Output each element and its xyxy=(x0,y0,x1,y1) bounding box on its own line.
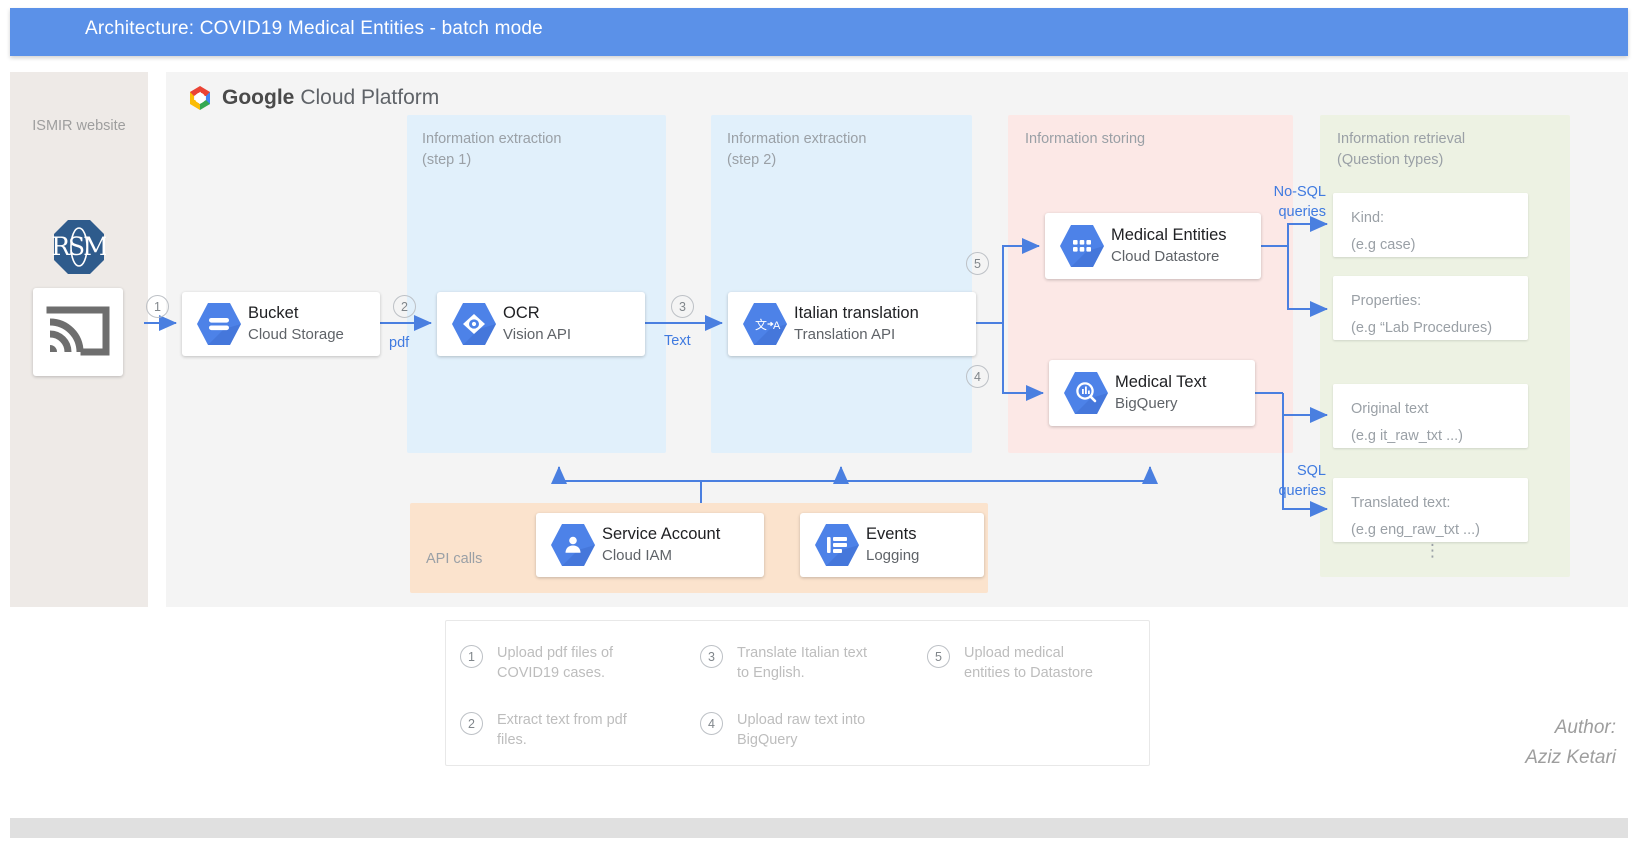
node-title: Bucket xyxy=(248,304,299,322)
node-subtitle: BigQuery xyxy=(1115,395,1178,412)
author-credit: Author: Aziz Ketari xyxy=(1525,717,1616,768)
retrieval-item-line2: (e.g it_raw_txt ...) xyxy=(1351,428,1464,444)
legend-box xyxy=(445,620,1150,766)
node-translation-api[interactable]: 文 A Italian translation Translation API xyxy=(728,292,976,356)
node-title: Service Account xyxy=(602,525,721,543)
flow-label-pdf: pdf xyxy=(389,335,410,351)
panel-extract2-title: Information extraction (step 2) xyxy=(727,131,867,168)
legend-text-3: Translate Italian text to English. xyxy=(737,645,868,681)
bigquery-icon xyxy=(1061,369,1111,417)
legend-item-4: 4 Upload raw text into BigQuery xyxy=(700,710,915,750)
node-subtitle: Cloud IAM xyxy=(602,547,673,564)
flow-label-nosql-queries: No-SQL queries xyxy=(1273,184,1326,220)
cloud-storage-icon xyxy=(194,300,244,348)
legend-badge-1: 1 xyxy=(460,645,483,668)
legend-item-3: 3 Translate Italian text to English. xyxy=(700,643,915,683)
node-subtitle: Cloud Storage xyxy=(248,326,344,343)
vision-api-icon xyxy=(449,300,499,348)
retrieval-item-line1: Kind: xyxy=(1351,210,1385,226)
legend-text-1: Upload pdf files of COVID19 cases. xyxy=(497,645,614,681)
page-title: Architecture: COVID19 Medical Entities -… xyxy=(85,18,543,39)
legend-item-5: 5 Upload medical entities to Datastore xyxy=(927,643,1142,683)
panel-extract1-title: Information extraction (step 1) xyxy=(422,131,562,168)
google-cloud-hexagon-logo-icon xyxy=(186,84,214,112)
panel-information-extraction-2 xyxy=(711,115,972,453)
retrieval-item-line2: (e.g case) xyxy=(1351,237,1416,253)
node-vision-api-ocr[interactable]: OCR Vision API xyxy=(437,292,645,356)
legend-item-1: 1 Upload pdf files of COVID19 cases. xyxy=(460,643,670,683)
step-badge-4: 4 xyxy=(966,365,989,388)
legend-badge-2: 2 xyxy=(460,712,483,735)
legend-badge-3: 3 xyxy=(700,645,723,668)
svg-text:A: A xyxy=(773,320,781,332)
gcp-brand-google: Google xyxy=(222,86,295,109)
node-bigquery[interactable]: Medical Text BigQuery xyxy=(1049,360,1255,426)
legend-badge-5: 5 xyxy=(927,645,950,668)
node-cloud-iam-service-account[interactable]: Service Account Cloud IAM xyxy=(536,513,764,577)
translation-api-icon: 文 A xyxy=(740,300,790,348)
retrieval-item-kind[interactable]: Kind: (e.g case) xyxy=(1333,193,1528,257)
step-badge-2: 2 xyxy=(393,295,416,318)
retrieval-item-original-text[interactable]: Original text (e.g it_raw_txt ...) xyxy=(1333,384,1528,448)
step-badge-1: 1 xyxy=(146,295,169,318)
svg-text:RSM: RSM xyxy=(52,232,106,261)
node-title: Italian translation xyxy=(794,304,919,322)
panel-retrieval-title: Information retrieval (Question types) xyxy=(1337,131,1466,168)
logging-icon xyxy=(812,521,862,569)
node-title: Medical Entities xyxy=(1111,226,1227,244)
node-title: OCR xyxy=(503,304,540,322)
step-badge-5: 5 xyxy=(966,252,989,275)
cloud-iam-icon xyxy=(548,521,598,569)
legend-text-4: Upload raw text into BigQuery xyxy=(737,712,866,748)
node-cloud-storage-bucket[interactable]: Bucket Cloud Storage xyxy=(182,292,380,356)
node-title: Medical Text xyxy=(1115,373,1207,391)
flow-label-sql-queries: SQL queries xyxy=(1278,463,1326,499)
retrieval-item-properties[interactable]: Properties: (e.g “Lab Procedures) xyxy=(1333,276,1528,340)
retrieval-item-line1: Original text xyxy=(1351,401,1429,417)
panel-api-calls-title: API calls xyxy=(426,551,483,567)
legend-badge-4: 4 xyxy=(700,712,723,735)
gcp-brand-cloud-platform: Cloud Platform xyxy=(300,86,440,109)
node-subtitle: Cloud Datastore xyxy=(1111,248,1220,265)
retrieval-item-line1: Translated text: xyxy=(1351,495,1451,511)
legend-item-2: 2 Extract text from pdf files. xyxy=(460,710,670,750)
step-badge-3: 3 xyxy=(671,295,694,318)
legend-text-2: Extract text from pdf files. xyxy=(497,712,627,748)
retrieval-more-dots: ⋮ xyxy=(1424,541,1441,560)
flow-label-text: Text xyxy=(664,333,691,349)
cast-screen-icon xyxy=(44,300,112,362)
retrieval-item-translated-text[interactable]: Translated text: (e.g eng_raw_txt ...) xyxy=(1333,478,1528,542)
node-subtitle: Vision API xyxy=(503,326,572,343)
node-cloud-datastore[interactable]: Medical Entities Cloud Datastore xyxy=(1045,213,1261,279)
svg-text:文: 文 xyxy=(755,317,767,332)
title-banner xyxy=(10,8,1628,56)
node-title: Events xyxy=(866,525,917,543)
panel-storing-title: Information storing xyxy=(1025,131,1146,147)
source-label: ISMIR website xyxy=(32,118,126,134)
node-logging-events[interactable]: Events Logging xyxy=(800,513,984,577)
panel-information-extraction-1 xyxy=(407,115,666,453)
cloud-datastore-icon xyxy=(1057,222,1107,270)
footer-bar xyxy=(10,818,1628,838)
retrieval-item-line2: (e.g “Lab Procedures) xyxy=(1351,320,1493,336)
node-subtitle: Logging xyxy=(866,547,920,564)
node-subtitle: Translation API xyxy=(794,326,896,343)
retrieval-item-line1: Properties: xyxy=(1351,293,1422,309)
retrieval-item-line2: (e.g eng_raw_txt ...) xyxy=(1351,522,1480,538)
legend-text-5: Upload medical entities to Datastore xyxy=(964,645,1093,681)
ismir-octagon-logo-icon: RSM xyxy=(51,218,110,276)
